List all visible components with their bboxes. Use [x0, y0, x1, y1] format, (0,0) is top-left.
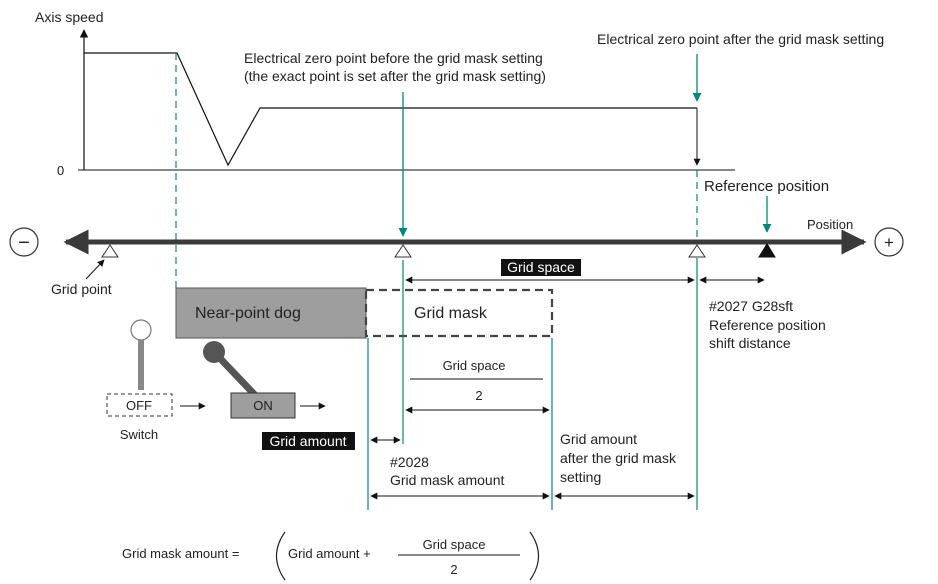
shift-label-line3: shift distance — [709, 335, 791, 351]
grid-point-marker-3 — [688, 244, 706, 258]
ga-after-line1: Grid amount — [560, 431, 637, 447]
on-lever — [210, 348, 258, 398]
speed-profile-line — [84, 52, 697, 167]
reference-position-label: Reference position — [704, 178, 829, 195]
formula-right-paren — [529, 531, 540, 581]
grid-amount-badge — [262, 432, 355, 450]
axis-speed-label: Axis speed — [35, 9, 103, 25]
ez-before-line1: Electrical zero point before the grid ma… — [244, 50, 543, 66]
half-space-denominator: 2 — [475, 388, 482, 403]
plus-circle — [874, 227, 904, 257]
grid-point-marker-2 — [394, 244, 412, 258]
mask-amount-line1: #2028 — [390, 454, 429, 470]
grid-mask-label: Grid mask — [414, 305, 488, 322]
ga-after-line3: setting — [560, 469, 601, 485]
reference-position-marker — [758, 243, 776, 258]
minus-sign: − — [18, 232, 30, 254]
switch-label: Switch — [120, 427, 158, 442]
ez-after-label: Electrical zero point after the grid mas… — [597, 31, 884, 47]
grid-space-label: Grid space — [507, 259, 575, 275]
grid-space-badge — [501, 259, 581, 276]
ez-before-line2: (the exact point is set after the grid m… — [244, 68, 546, 84]
shift-label-line2: Reference position — [709, 317, 826, 333]
switch-on-label: ON — [253, 398, 273, 413]
zero-label: 0 — [57, 163, 64, 178]
switch-lever — [138, 340, 144, 390]
mask-amount-line2: Grid mask amount — [390, 472, 504, 488]
near-point-dog-label: Near-point dog — [195, 305, 301, 322]
formula-left: Grid mask amount = — [122, 546, 239, 561]
grid-amount-label: Grid amount — [269, 433, 346, 449]
grid-point-marker-1 — [101, 244, 119, 258]
switch-off-label: OFF — [126, 398, 152, 413]
grid-point-label: Grid point — [51, 281, 112, 297]
switch-knob — [130, 319, 152, 341]
position-label: Position — [807, 217, 853, 232]
half-space-numerator: Grid space — [443, 358, 506, 373]
minus-circle — [9, 227, 39, 257]
grid-mask-box — [364, 288, 554, 338]
formula-numerator: Grid space — [423, 537, 486, 552]
switch-off-box — [106, 393, 173, 417]
ga-after-line2: after the grid mask — [560, 450, 677, 466]
shift-label-line1: #2027 G28sft — [709, 298, 793, 314]
switch-on-box — [230, 392, 296, 419]
formula-left-paren — [275, 531, 286, 581]
plus-sign: + — [884, 233, 894, 252]
formula-term: Grid amount + — [288, 546, 371, 561]
near-point-dog — [175, 287, 367, 339]
formula-denominator: 2 — [450, 562, 457, 577]
grid-point-pointer — [85, 259, 105, 280]
